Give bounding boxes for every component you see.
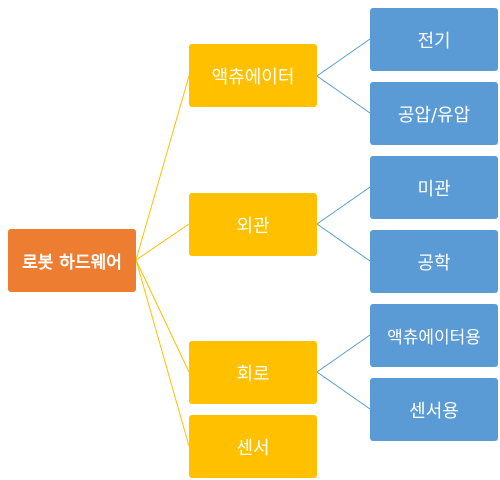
connector-circuit-sensor-use [316,371,371,410]
connector-circuit-actuator-use [316,334,371,373]
branch-node-actuator: 액츄에이터 [189,44,317,107]
connector-root-exterior [135,223,190,261]
leaf-label: 공학 [417,252,451,274]
connector-root-actuator [135,75,190,261]
leaf-node-aesthetic: 미관 [370,156,498,219]
connector-exterior-aesthetic [316,186,371,225]
leaf-node-engineering: 공학 [370,230,498,293]
branch-label: 센서 [236,437,270,459]
leaf-label: 액츄에이터용 [387,328,481,348]
connector-exterior-engineering [316,223,371,262]
leaf-label: 미관 [417,178,451,200]
root-node: 로봇 하드웨어 [8,229,136,292]
branch-node-exterior: 외관 [189,193,317,256]
leaf-node-electric: 전기 [370,8,498,71]
branch-node-circuit: 회로 [189,341,317,404]
branch-node-sensor: 센서 [189,415,317,478]
leaf-label: 전기 [417,30,451,52]
connector-actuator-electric [316,38,371,77]
leaf-label: 공압/유압 [397,104,471,126]
branch-label: 회로 [236,363,270,385]
connector-root-circuit [135,259,190,373]
leaf-node-pneumatic-hydraulic: 공압/유압 [370,82,498,145]
leaf-node-for-sensor: 센서용 [370,378,498,441]
leaf-label: 센서용 [409,400,459,422]
branch-label: 외관 [236,215,270,237]
connector-root-sensor [135,259,190,447]
connector-actuator-pneumatic [316,75,371,114]
branch-label: 액츄에이터 [211,66,295,88]
root-label: 로봇 하드웨어 [22,253,122,273]
leaf-node-for-actuator: 액츄에이터용 [370,304,498,367]
